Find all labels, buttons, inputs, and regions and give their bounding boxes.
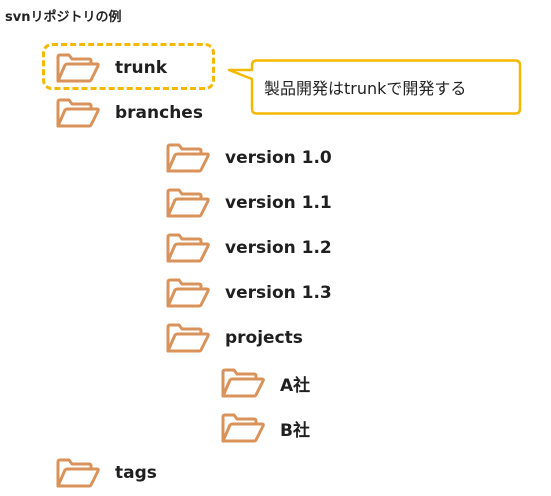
- folder-icon: [165, 232, 211, 264]
- folder-icon: [220, 367, 266, 399]
- folder-projects[interactable]: projects: [165, 323, 303, 353]
- folder-icon: [55, 52, 101, 84]
- callout-shape: [227, 59, 522, 115]
- folder-icon: [165, 142, 211, 174]
- folder-icon: [55, 97, 101, 129]
- folder-icon: [165, 322, 211, 354]
- folder-label-b-company: B社: [280, 420, 310, 441]
- folder-label-trunk: trunk: [115, 58, 168, 78]
- folder-label-version-1-1: version 1.1: [225, 193, 332, 213]
- folder-icon: [165, 277, 211, 309]
- folder-version-1-0[interactable]: version 1.0: [165, 143, 332, 173]
- folder-label-version-1-2: version 1.2: [225, 238, 332, 258]
- folder-label-tags: tags: [115, 463, 157, 483]
- trunk-highlight: [42, 43, 215, 90]
- folder-version-1-1[interactable]: version 1.1: [165, 188, 332, 218]
- folder-branches[interactable]: branches: [55, 98, 203, 128]
- folder-icon: [220, 412, 266, 444]
- folder-trunk[interactable]: trunk: [55, 53, 167, 83]
- folder-label-version-1-0: version 1.0: [225, 148, 332, 168]
- folder-icon: [55, 457, 101, 489]
- folder-label-a-company: A社: [280, 375, 311, 396]
- folder-a-company[interactable]: A社: [220, 368, 310, 398]
- folder-version-1-3[interactable]: version 1.3: [165, 278, 332, 308]
- folder-version-1-2[interactable]: version 1.2: [165, 233, 332, 263]
- diagram-title: svnリポジトリの例: [5, 10, 122, 25]
- folder-label-version-1-3: version 1.3: [225, 283, 332, 303]
- callout-text: 製品開発はtrunkで開発する: [264, 79, 467, 98]
- folder-icon: [165, 187, 211, 219]
- folder-tags[interactable]: tags: [55, 458, 157, 488]
- folder-label-projects: projects: [225, 328, 303, 348]
- folder-b-company[interactable]: B社: [220, 413, 310, 443]
- folder-label-branches: branches: [115, 103, 203, 123]
- callout-box: 製品開発はtrunkで開発する: [226, 59, 524, 115]
